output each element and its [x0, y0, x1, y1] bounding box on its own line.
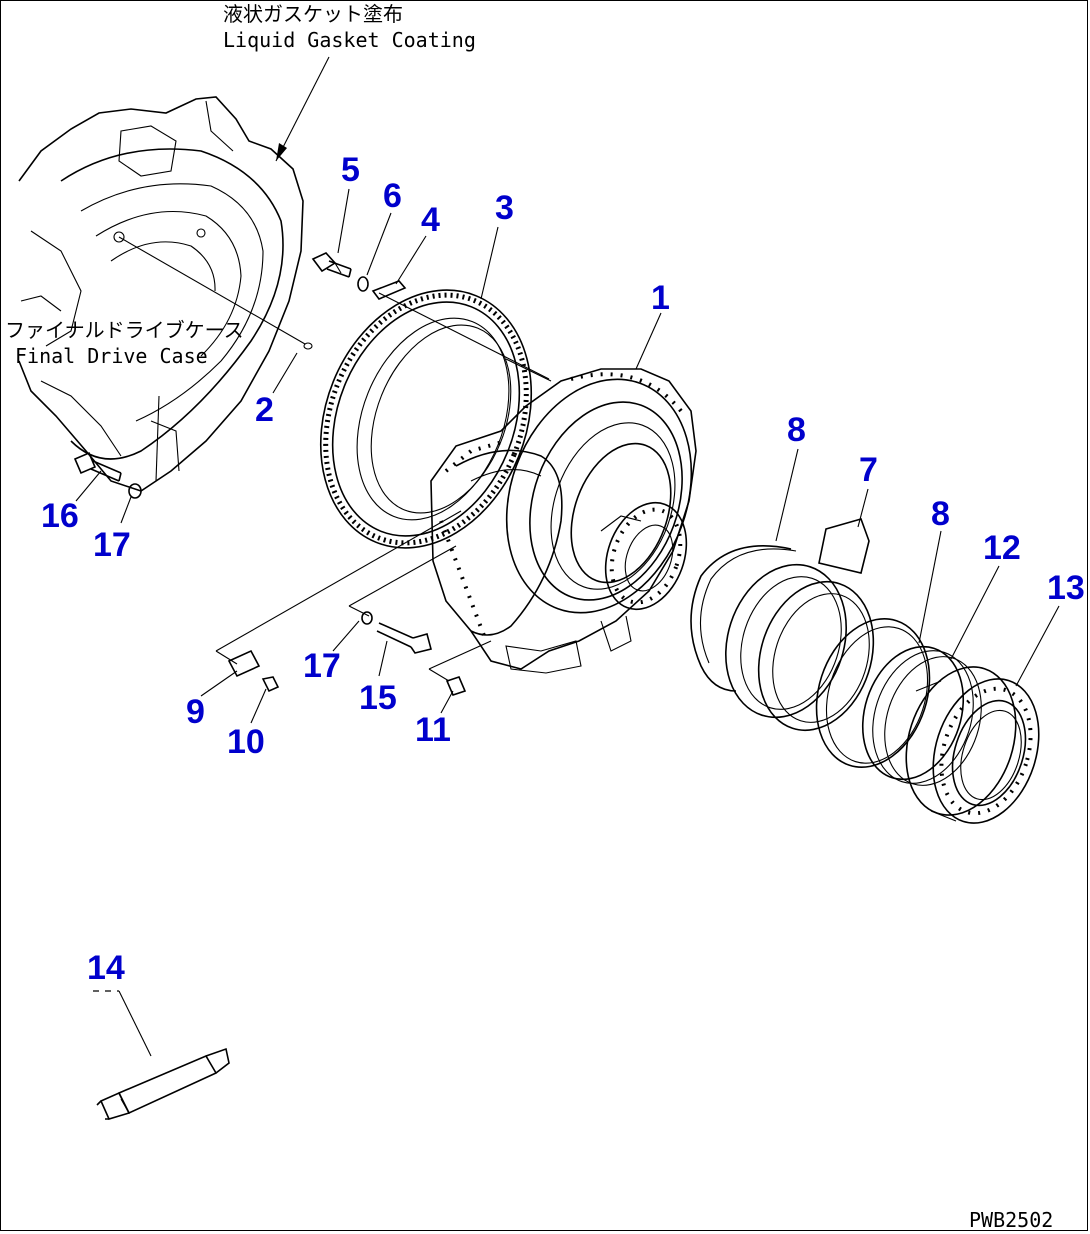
seal-ring-part-8-right [815, 618, 931, 768]
bearing-part-13 [905, 666, 1040, 824]
callout-leader-16 [75, 470, 102, 502]
callout-leader-15 [378, 640, 388, 677]
callout-leader-11 [440, 690, 454, 714]
callout-16[interactable]: 16 [41, 497, 79, 535]
callout-4[interactable]: 4 [421, 201, 440, 239]
case-note-en: Final Drive Case [15, 344, 208, 368]
callout-leader-5 [337, 188, 350, 254]
gasket-note-jp: 液状ガスケット塗布 [223, 2, 403, 26]
callout-leader-14 [118, 990, 152, 1057]
dowel-pin-part-2 [303, 342, 313, 350]
callout-14[interactable]: 14 [87, 949, 125, 987]
gasket-note-arrow [276, 143, 287, 161]
callout-9[interactable]: 9 [186, 693, 205, 731]
bearing-part-12 [861, 645, 982, 786]
callout-leader-12 [950, 565, 1000, 660]
leader-line-11 [428, 640, 492, 670]
callout-15[interactable]: 15 [359, 679, 397, 717]
callout-leader-17a [120, 496, 132, 524]
callout-8-right[interactable]: 8 [931, 495, 950, 533]
callout-leader-10 [250, 688, 267, 724]
callout-2[interactable]: 2 [255, 391, 274, 429]
washer-part-17 [361, 611, 373, 625]
seal-ring-part-8-left [690, 545, 797, 692]
callout-leader-1 [635, 312, 662, 370]
callout-6[interactable]: 6 [383, 177, 402, 215]
final-drive-case [18, 96, 304, 492]
washer-part-17-case [128, 483, 142, 499]
ring-gear-part-3 [319, 289, 533, 549]
callout-1[interactable]: 1 [651, 279, 670, 317]
plug-part-11 [445, 676, 467, 696]
gasket-note-en: Liquid Gasket Coating [223, 28, 476, 52]
leader-line-17c [348, 605, 370, 617]
callout-leader-13 [1015, 605, 1060, 687]
bolt-part-16 [73, 451, 122, 482]
leader-line-11b [428, 668, 450, 682]
leader-line-17-housing [348, 545, 457, 607]
carrier-housing-part-1 [430, 368, 697, 674]
callout-leader-9 [200, 670, 238, 697]
plug-part-10 [261, 676, 280, 693]
callout-leader-4 [395, 235, 427, 285]
callout-8-left[interactable]: 8 [787, 411, 806, 449]
callout-10[interactable]: 10 [227, 723, 265, 761]
callout-17-housing[interactable]: 17 [303, 647, 341, 685]
callout-11[interactable]: 11 [415, 711, 451, 749]
callout-12[interactable]: 12 [983, 529, 1021, 567]
leader-line-2 [118, 236, 306, 345]
gasket-note-leader [275, 56, 330, 162]
callout-5[interactable]: 5 [341, 151, 360, 189]
callout-leader-17b [332, 620, 360, 652]
callout-7[interactable]: 7 [859, 451, 878, 489]
case-note-jp: ファイナルドライブケース [5, 318, 244, 342]
bolt-part-5 [311, 252, 352, 278]
leader-line-17-case [155, 395, 160, 482]
washer-part-6 [357, 276, 369, 292]
leader-line-9b [215, 650, 238, 665]
callout-leader-8a [775, 448, 799, 542]
lock-plate-part-4 [371, 280, 407, 300]
callout-leader-6 [366, 212, 392, 276]
callout-13[interactable]: 13 [1047, 569, 1085, 607]
callout-leader-2 [272, 352, 298, 394]
callout-17-case[interactable]: 17 [93, 526, 131, 564]
gasket-tube-part-14 [96, 1047, 230, 1120]
leader-line-9 [215, 510, 462, 652]
bolt-part-15 [376, 622, 432, 654]
callout-leader-8b [918, 530, 942, 644]
leader-line-3 [505, 358, 552, 382]
leader-line-4 [378, 292, 550, 380]
plug-part-9 [227, 649, 261, 678]
callout-3[interactable]: 3 [495, 189, 514, 227]
drawing-code: PWB2502 [969, 1208, 1053, 1232]
callout-leader-7 [857, 488, 869, 528]
callout-leader-3 [480, 226, 499, 300]
